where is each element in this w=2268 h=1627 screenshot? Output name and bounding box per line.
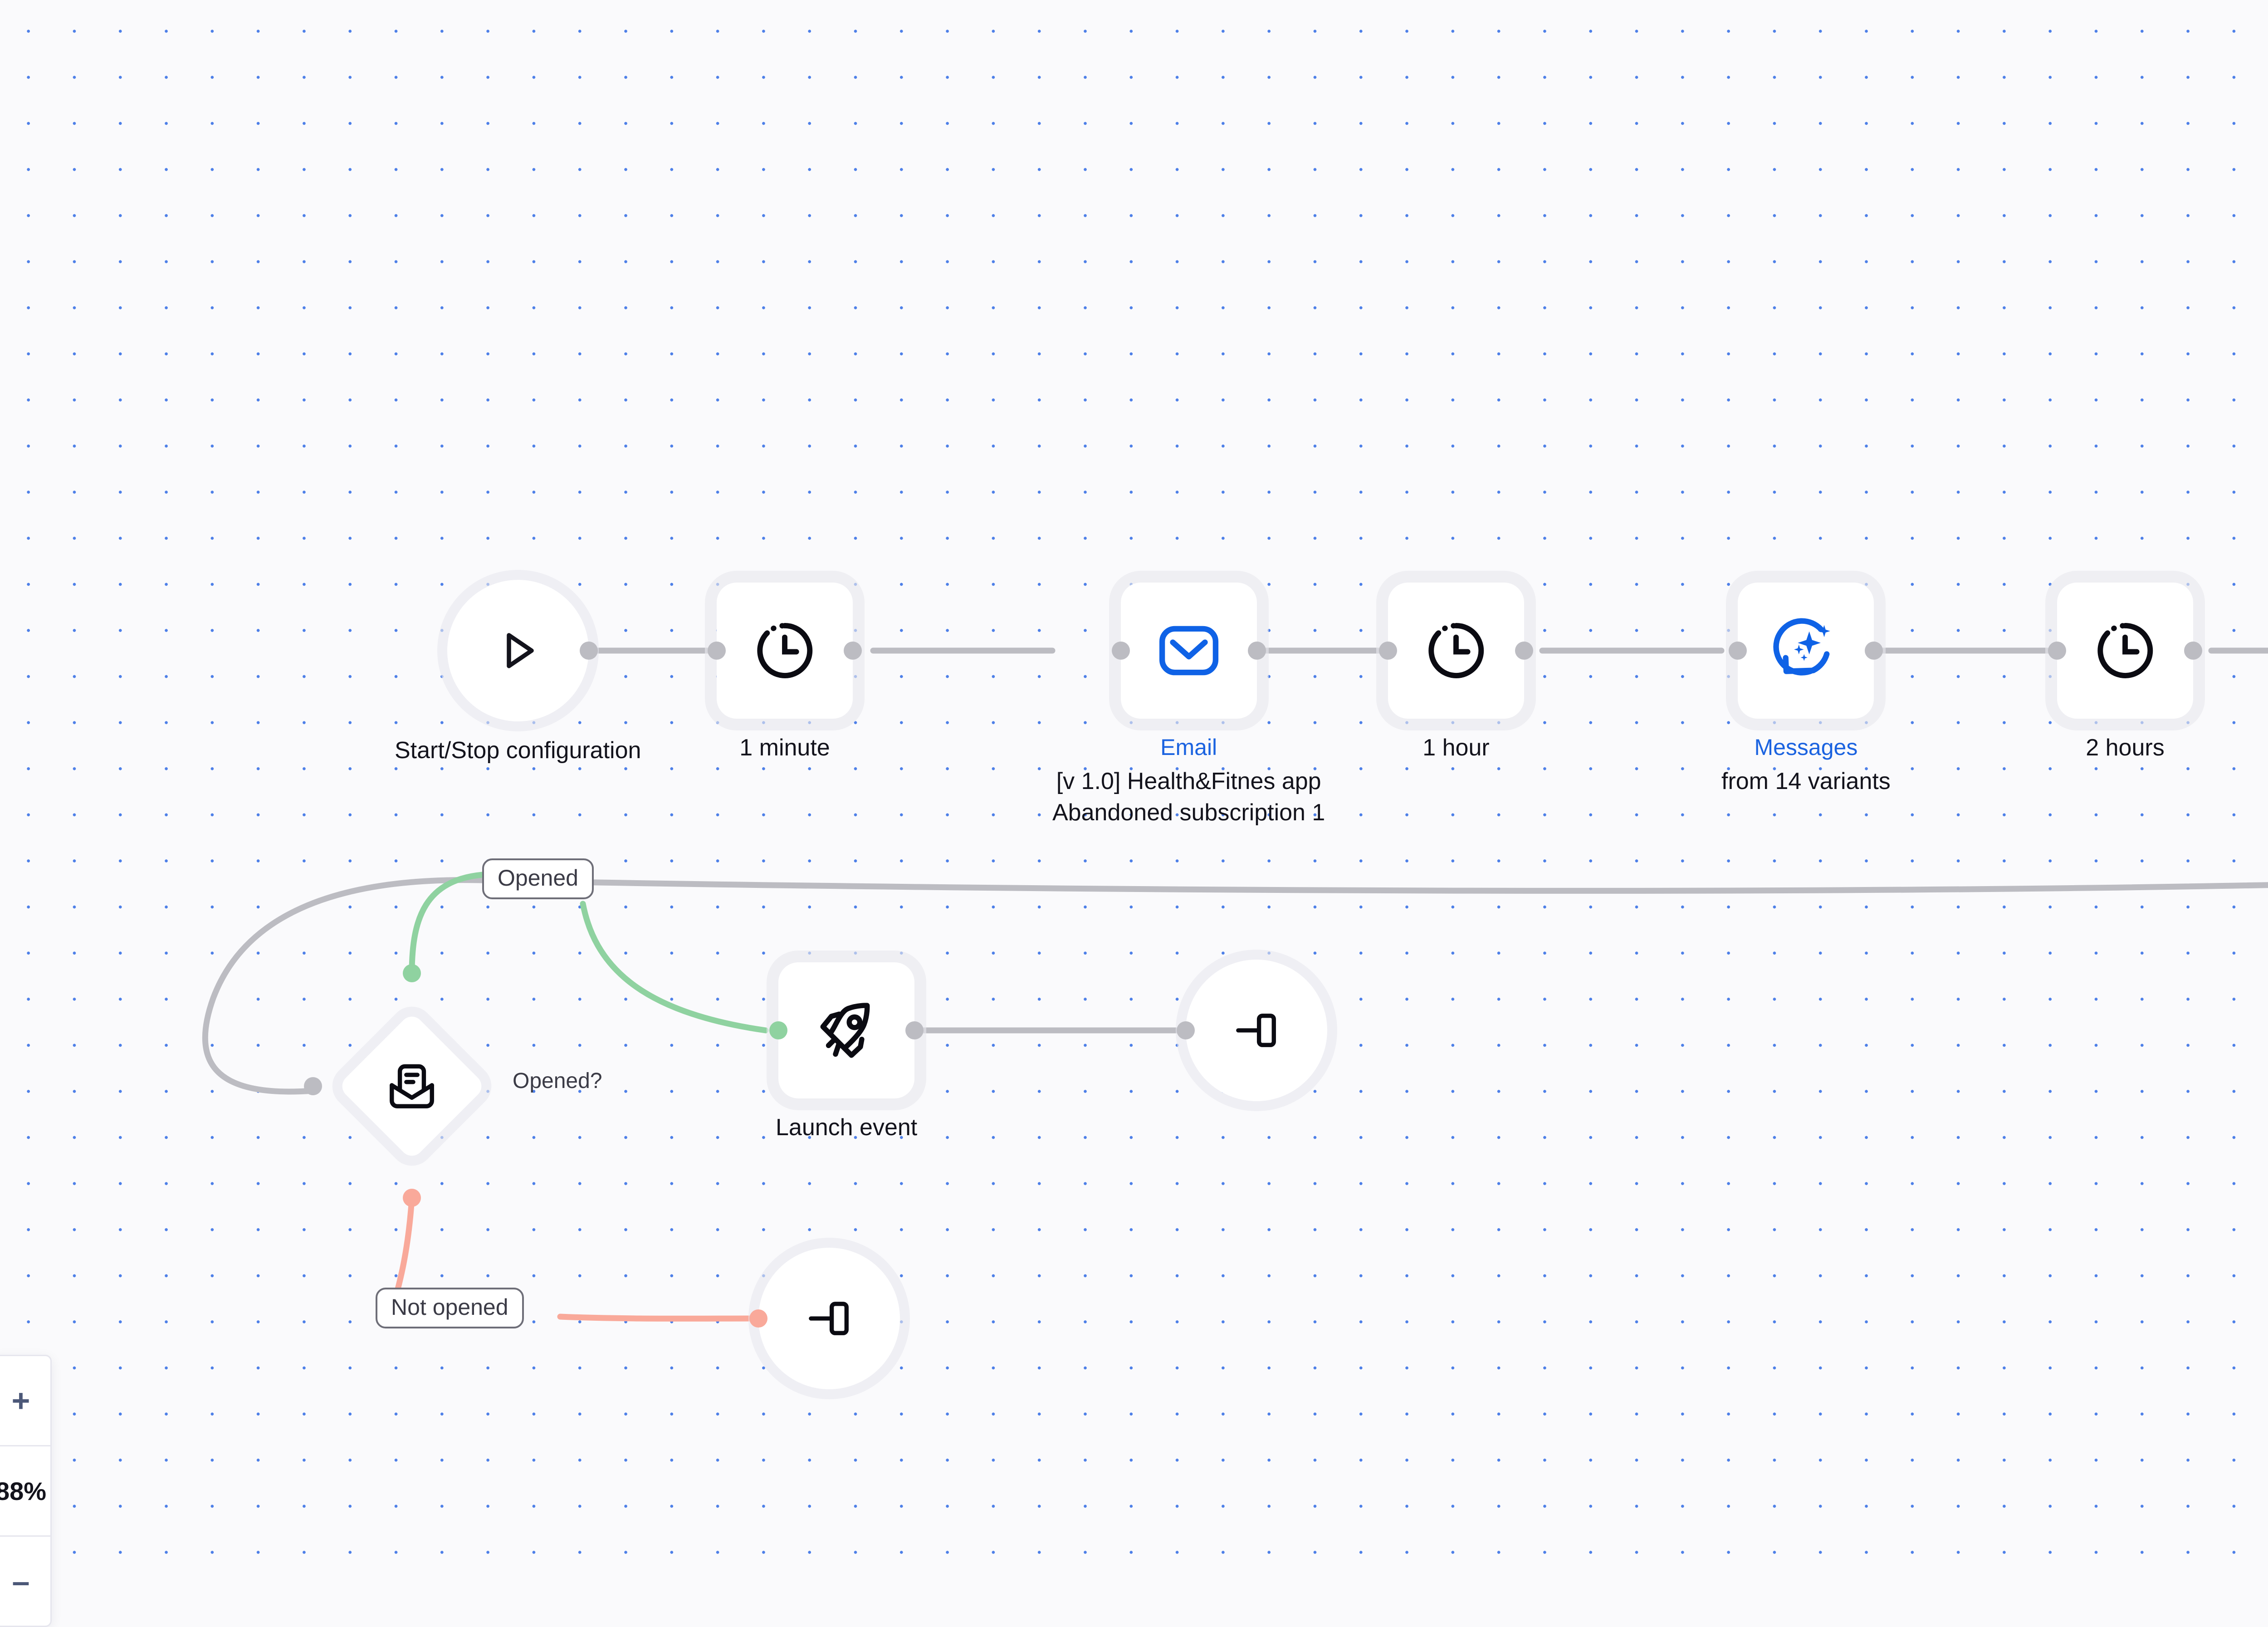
node-label: 1 hour <box>1422 735 1490 761</box>
delay2-input-port[interactable] <box>1379 642 1397 660</box>
delay2-output-port[interactable] <box>1515 642 1533 660</box>
condition-no-port[interactable] <box>403 1189 421 1207</box>
start-output-port[interactable] <box>579 642 598 660</box>
launch-input-port[interactable] <box>769 1021 788 1039</box>
delay3-output-port[interactable] <box>2184 642 2202 660</box>
branch-chip-not-opened[interactable]: Not opened <box>376 1288 524 1328</box>
delay1-input-port[interactable] <box>708 642 726 660</box>
delay-node-shape[interactable] <box>1379 583 1533 719</box>
envelope-open-icon <box>390 1064 434 1108</box>
zoom-level-value: 88% <box>0 1446 50 1537</box>
condition-icon-wrap <box>359 1034 464 1139</box>
rocket-icon <box>820 1003 870 1058</box>
exit-icon <box>1236 1014 1276 1047</box>
branch-chip-opened[interactable]: Opened <box>482 858 594 899</box>
messages-node-shape[interactable] <box>1729 583 1883 719</box>
node-launch-event[interactable]: Launch event <box>769 962 924 1143</box>
exit2-input-port[interactable] <box>749 1309 767 1328</box>
zoom-in-button[interactable]: + <box>0 1356 50 1446</box>
node-exit-1[interactable] <box>1177 960 1327 1101</box>
condition-input-port[interactable] <box>304 1077 322 1095</box>
condition-yes-port[interactable] <box>403 964 421 982</box>
node-messages-1[interactable]: Messages from 14 variants <box>1721 583 1891 797</box>
clock-icon <box>1428 623 1484 678</box>
node-sublabel-line2: Abandoned subscription 1 <box>1052 799 1325 826</box>
node-delay-1-hour[interactable]: 1 hour <box>1379 583 1533 764</box>
node-delay-1-minute[interactable]: 1 minute <box>708 583 862 764</box>
sparkle-chat-icon <box>1773 618 1831 676</box>
node-label: 1 minute <box>739 735 830 761</box>
node-label: Email <box>1160 735 1217 760</box>
exit1-input-port[interactable] <box>1177 1021 1195 1039</box>
node-email[interactable]: Email [v 1.0] Health&Fitnes app Abandone… <box>1052 583 1325 828</box>
start-node-shape[interactable] <box>447 580 598 721</box>
delay-node-shape[interactable] <box>708 583 862 719</box>
delay-node-shape[interactable] <box>2048 583 2202 719</box>
envelope-icon <box>1159 626 1218 676</box>
node-label: Launch event <box>776 1114 918 1141</box>
launch-output-port[interactable] <box>905 1021 924 1039</box>
node-label: 2 hours <box>2086 735 2165 761</box>
condition-side-label: Opened? <box>513 1069 602 1093</box>
delay1-output-port[interactable] <box>844 642 862 660</box>
node-label: Start/Stop configuration <box>395 737 641 764</box>
delay3-input-port[interactable] <box>2048 642 2066 660</box>
email-output-port[interactable] <box>1247 642 1266 660</box>
zoom-control-panel[interactable]: + 88% – <box>0 1355 52 1627</box>
clock-icon <box>757 623 813 678</box>
email-input-port[interactable] <box>1111 642 1130 660</box>
node-sublabel: from 14 variants <box>1721 768 1891 794</box>
messages1-input-port[interactable] <box>1729 642 1747 660</box>
node-label: Messages <box>1754 735 1858 760</box>
exit-icon <box>809 1302 849 1335</box>
messages1-output-port[interactable] <box>1865 642 1883 660</box>
zoom-out-button[interactable]: – <box>12 1563 30 1599</box>
email-node-shape[interactable] <box>1111 583 1266 719</box>
node-sublabel-line1: [v 1.0] Health&Fitnes app <box>1056 768 1321 794</box>
node-exit-2[interactable] <box>749 1248 900 1389</box>
node-condition-opened[interactable] <box>337 1011 487 1161</box>
node-start[interactable]: Start/Stop configuration <box>395 580 641 766</box>
exit-node-shape[interactable] <box>749 1248 900 1389</box>
exit-node-shape[interactable] <box>1177 960 1327 1101</box>
play-icon <box>506 633 534 668</box>
clock-icon <box>2097 623 2153 678</box>
node-delay-2-hours[interactable]: 2 hours <box>2048 583 2202 764</box>
launch-node-shape[interactable] <box>769 962 924 1098</box>
